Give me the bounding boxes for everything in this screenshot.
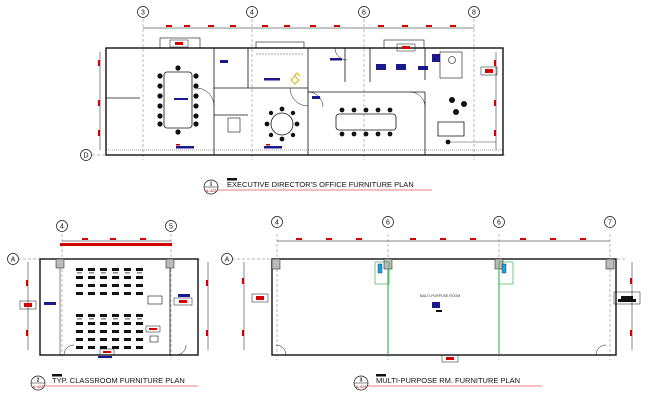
storage-cabinet <box>149 335 159 343</box>
partition-stack <box>498 261 514 285</box>
conference-table <box>163 71 193 129</box>
door-swing <box>289 87 309 107</box>
title-classroom: 2 A-423 TYP. CLASSROOM FURNITURE PLAN <box>30 374 198 391</box>
wall-niche <box>255 41 305 49</box>
grid-bubbles-multipurpose: 4 6 6 7 A <box>221 216 616 265</box>
partition-panel <box>501 263 507 274</box>
title-ref: A-423 <box>33 384 44 389</box>
door-swing <box>175 344 187 356</box>
title-ref: A-423 <box>356 384 367 389</box>
furniture-tags <box>169 39 498 76</box>
toilet <box>448 56 456 64</box>
door-swing <box>595 344 607 356</box>
plant-icon <box>290 72 301 85</box>
column <box>271 258 281 270</box>
restroom-fixture <box>227 117 241 133</box>
student-chairs <box>77 272 142 320</box>
grid-bubble-d: D <box>83 153 88 160</box>
plan-title-classroom: TYP. CLASSROOM FURNITURE PLAN <box>52 376 185 385</box>
grid-bubble-6b: 6 <box>497 220 501 227</box>
column <box>55 258 65 269</box>
partition-stack <box>374 261 390 285</box>
title-number: 3 <box>360 378 363 384</box>
title-number: 1 <box>210 182 213 188</box>
executive-director-office-plan <box>92 14 505 160</box>
exterior-wall <box>105 47 504 156</box>
grid-bubble-6: 6 <box>386 220 390 227</box>
furniture-tags <box>19 297 193 356</box>
dimension-markers <box>26 238 208 336</box>
title-executive: 1 A-423 EXECUTIVE DIRECTOR'S OFFICE FURN… <box>203 178 432 195</box>
grid-bubble-7: 7 <box>608 220 612 227</box>
grid-bubbles-classroom: 4 5 A <box>7 220 177 265</box>
multipurpose-wall <box>271 258 617 356</box>
furniture-tags <box>251 291 641 363</box>
door-swing <box>409 91 426 108</box>
grid-bubble-5: 5 <box>169 224 173 231</box>
fixtures <box>174 54 440 149</box>
column <box>165 258 175 269</box>
grid-bubbles-executive: 3 4 6 8 D <box>80 6 480 161</box>
plan-title-executive: EXECUTIVE DIRECTOR'S OFFICE FURNITURE PL… <box>227 180 414 189</box>
door-swing <box>275 344 287 356</box>
podium-base <box>436 310 442 312</box>
grid-bubble-a: A <box>225 257 230 264</box>
fixtures <box>44 294 190 358</box>
grid-bubble-6: 6 <box>362 10 366 17</box>
title-ref: A-423 <box>206 188 217 193</box>
grid-bubble-3: 3 <box>141 10 145 17</box>
grid-bubble-4: 4 <box>60 224 64 231</box>
student-desks <box>76 268 143 349</box>
door-swing <box>307 91 324 108</box>
grid-bubble-8: 8 <box>472 10 476 17</box>
conference-table <box>335 113 397 131</box>
podium <box>432 302 440 308</box>
room-label-multipurpose: MULTI-PURPOSE ROOM <box>420 294 460 298</box>
lounge-chairs <box>445 97 467 145</box>
classroom-wall <box>39 258 199 356</box>
wall-niche <box>159 37 201 49</box>
classroom-plan <box>18 234 209 360</box>
grid-bubble-a: A <box>11 257 16 264</box>
partition-panel <box>377 263 383 274</box>
executive-desk <box>437 121 465 137</box>
teacher-desk <box>147 295 163 305</box>
grid-bubble-4: 4 <box>250 10 254 17</box>
conference-chairs <box>339 107 393 137</box>
door-swing <box>195 87 215 107</box>
title-multipurpose: 3 A-423 MULTI-PURPOSE RM. FURNITURE PLAN <box>353 374 542 391</box>
column <box>383 258 393 270</box>
round-table <box>270 112 294 136</box>
round-table-chairs <box>264 106 300 142</box>
dimension-markers <box>242 238 632 336</box>
title-number: 2 <box>37 378 40 384</box>
door-swing <box>63 344 75 356</box>
restroom <box>439 51 463 79</box>
grid-bubble-4: 4 <box>275 220 279 227</box>
multipurpose-room-plan <box>232 234 641 363</box>
column <box>605 258 615 270</box>
conference-chairs <box>157 65 199 135</box>
plan-title-multipurpose: MULTI-PURPOSE RM. FURNITURE PLAN <box>376 376 520 385</box>
door-swing <box>334 47 348 61</box>
dimension-markers <box>98 25 496 146</box>
